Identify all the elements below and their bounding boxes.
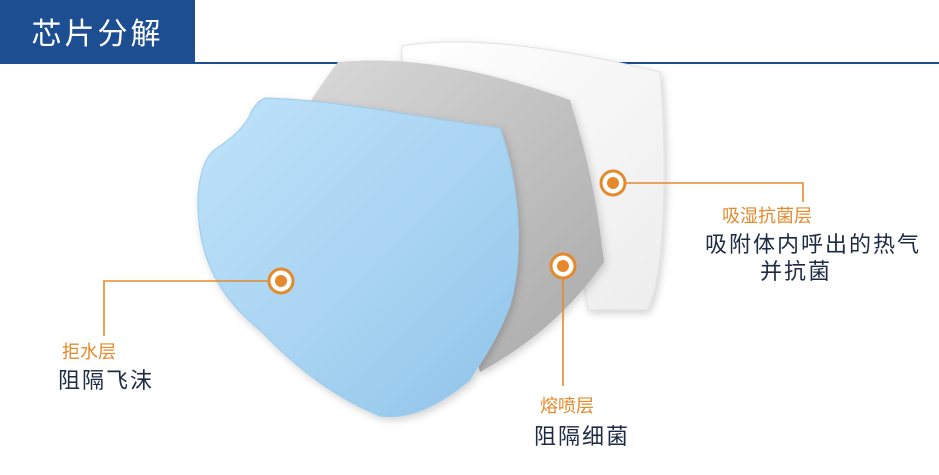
leader-line-water-repellent bbox=[103, 280, 281, 336]
layer-name-absorbent: 吸湿抗菌层 bbox=[722, 206, 812, 227]
title-band: 芯片分解 bbox=[0, 0, 195, 62]
layer-desc-absorbent-line2: 并抗菌 bbox=[760, 260, 833, 285]
layer-desc-water-repellent: 阻隔飞沫 bbox=[58, 369, 155, 394]
water-repellent-layer-shape bbox=[197, 97, 519, 418]
target-circle-icon bbox=[549, 252, 577, 280]
layer-name-water-repellent: 拒水层 bbox=[62, 342, 116, 363]
page-title: 芯片分解 bbox=[31, 17, 164, 52]
target-circle-icon bbox=[267, 267, 295, 295]
layer-desc-absorbent-line1: 吸附体内呼出的热气 bbox=[705, 233, 922, 258]
layer-name-meltblown: 熔喷层 bbox=[540, 396, 594, 417]
leader-line-absorbent bbox=[613, 182, 804, 202]
layer-desc-meltblown: 阻隔细菌 bbox=[534, 425, 631, 450]
target-circle-icon bbox=[599, 169, 627, 197]
